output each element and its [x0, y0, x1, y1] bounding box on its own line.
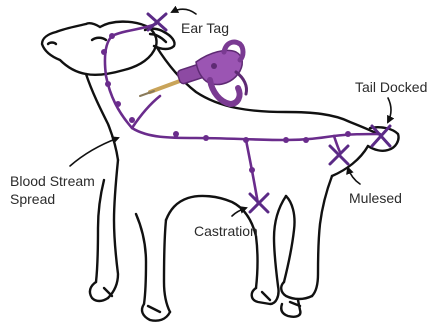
spread-dot: [173, 131, 179, 137]
spread-dot: [243, 137, 249, 143]
ear-tag-arrow: [172, 9, 196, 14]
spread-dot: [105, 81, 111, 87]
tail-docked-label: Tail Docked: [355, 79, 427, 96]
ear-tag-label: Ear Tag: [181, 20, 229, 37]
spread-dot: [345, 131, 351, 137]
tail-docked-arrow: [388, 98, 391, 122]
ear-tag-marker: [148, 14, 166, 30]
injector-gun-icon: [140, 42, 247, 104]
blood-stream-label-line2: Spread: [10, 190, 95, 208]
spread-dot: [115, 101, 121, 107]
spread-dot: [249, 167, 255, 173]
blood-stream-label-line1: Blood Stream: [10, 172, 95, 190]
spread-dot: [101, 49, 107, 55]
tail-docked-marker: [372, 126, 390, 146]
blood-stream-label: Blood Stream Spread: [10, 172, 95, 208]
mulesed-arrow: [348, 168, 360, 184]
spread-dot: [303, 137, 309, 143]
blood-stream-arrow: [70, 138, 118, 166]
castration-label: Castration: [194, 223, 258, 240]
spread-dot: [283, 137, 289, 143]
castration-marker: [250, 194, 268, 212]
spread-dot: [109, 33, 115, 39]
mulesed-label: Mulesed: [349, 190, 402, 207]
spread-dot: [203, 135, 209, 141]
spread-dot: [129, 117, 135, 123]
